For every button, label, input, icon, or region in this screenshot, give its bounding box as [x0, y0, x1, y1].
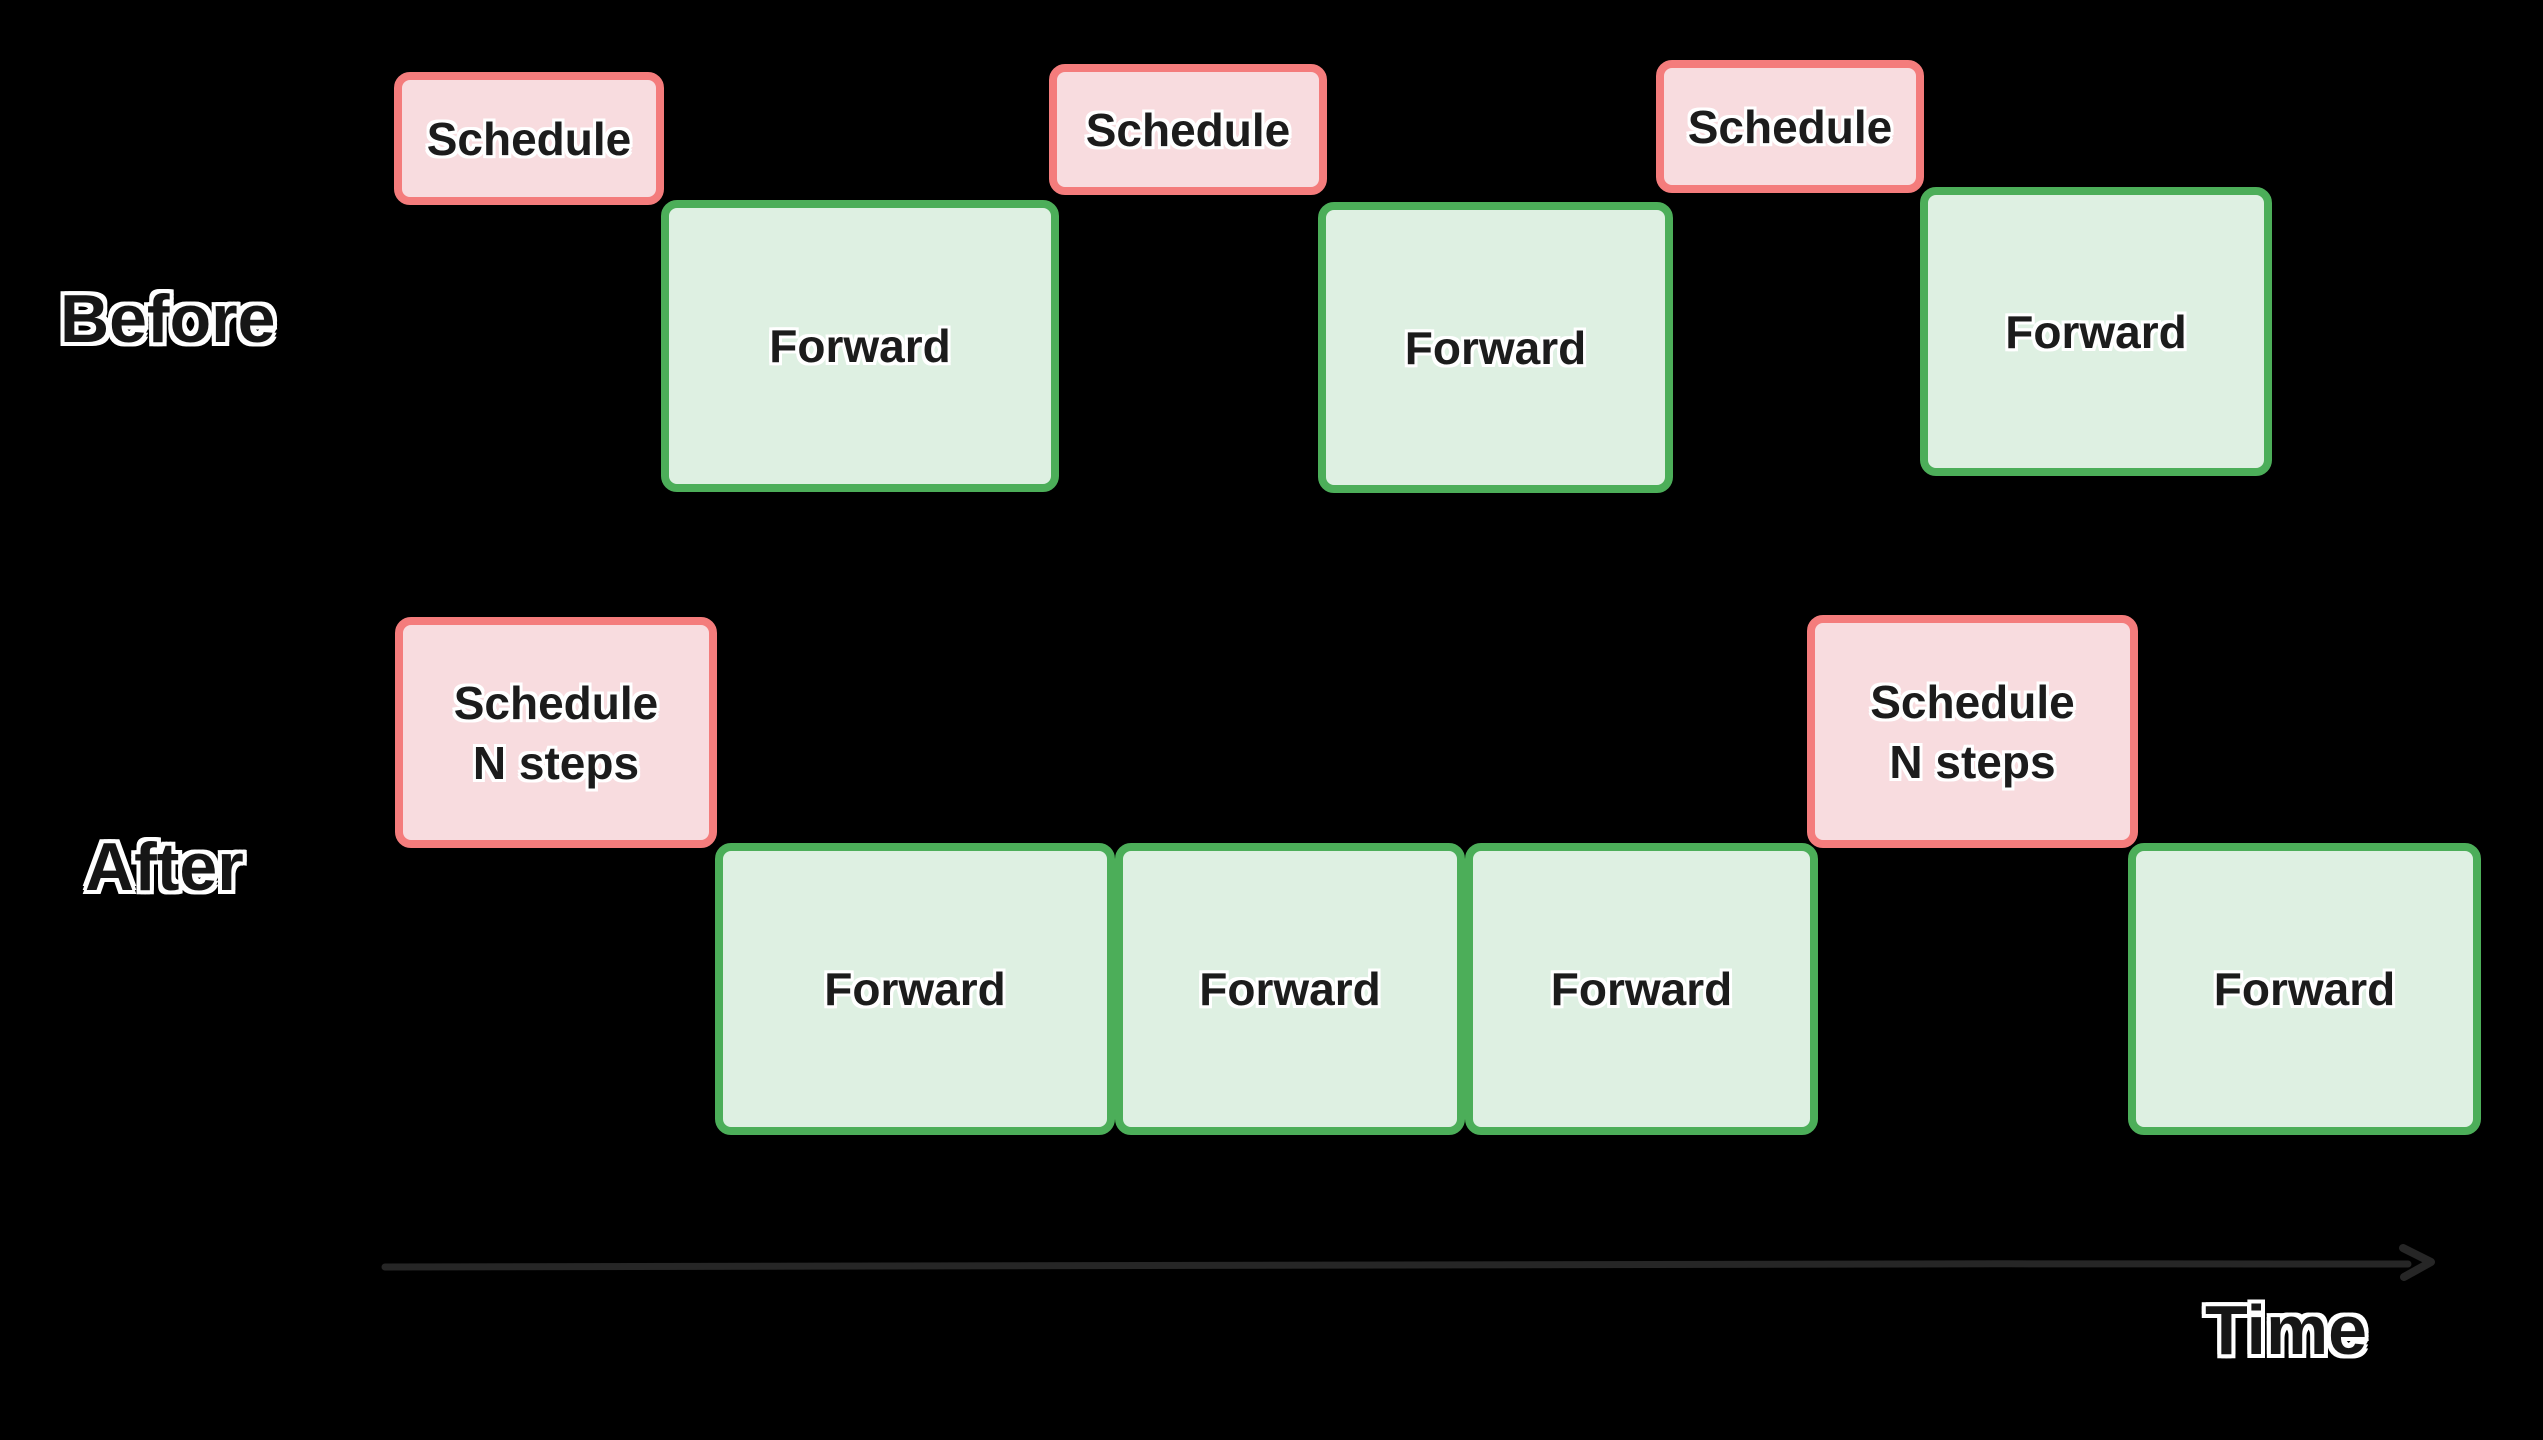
row-label-after: After: [85, 829, 244, 905]
forward-box: Forward: [715, 843, 1115, 1135]
row-label-before: Before: [60, 281, 276, 357]
box-label: Schedule: [1085, 103, 1291, 156]
box-label: Schedule: [1870, 675, 2075, 728]
forward-box: Forward: [661, 200, 1059, 492]
time-axis-label: Time: [2205, 1291, 2368, 1369]
schedule-box: Schedule: [1049, 64, 1327, 195]
schedule-box: Schedule N steps: [395, 617, 717, 848]
box-label: Schedule: [453, 676, 659, 729]
box-label: N steps: [1889, 735, 2056, 788]
forward-box: Forward: [2128, 843, 2481, 1135]
schedule-box: Schedule N steps: [1807, 615, 2138, 848]
box-label: Forward: [1404, 321, 1587, 374]
schedule-box: Schedule: [394, 72, 664, 205]
forward-box: Forward: [1920, 187, 2272, 476]
box-label: Forward: [2213, 963, 2396, 1015]
box-label: Forward: [769, 320, 951, 372]
schedule-box: Schedule: [1656, 60, 1924, 193]
time-arrowhead-icon: [2399, 1244, 2435, 1281]
box-label: Forward: [1199, 963, 1381, 1015]
forward-box: Forward: [1115, 843, 1465, 1135]
box-label: Forward: [2005, 305, 2187, 358]
box-label: Schedule: [426, 112, 632, 165]
forward-box: Forward: [1318, 202, 1673, 493]
box-label: Forward: [1550, 963, 1733, 1015]
box-label: N steps: [472, 736, 640, 789]
box-label: Schedule: [1687, 100, 1893, 153]
time-arrow-line: [381, 1260, 2412, 1271]
forward-box: Forward: [1465, 843, 1818, 1135]
box-label: Forward: [824, 963, 1006, 1015]
